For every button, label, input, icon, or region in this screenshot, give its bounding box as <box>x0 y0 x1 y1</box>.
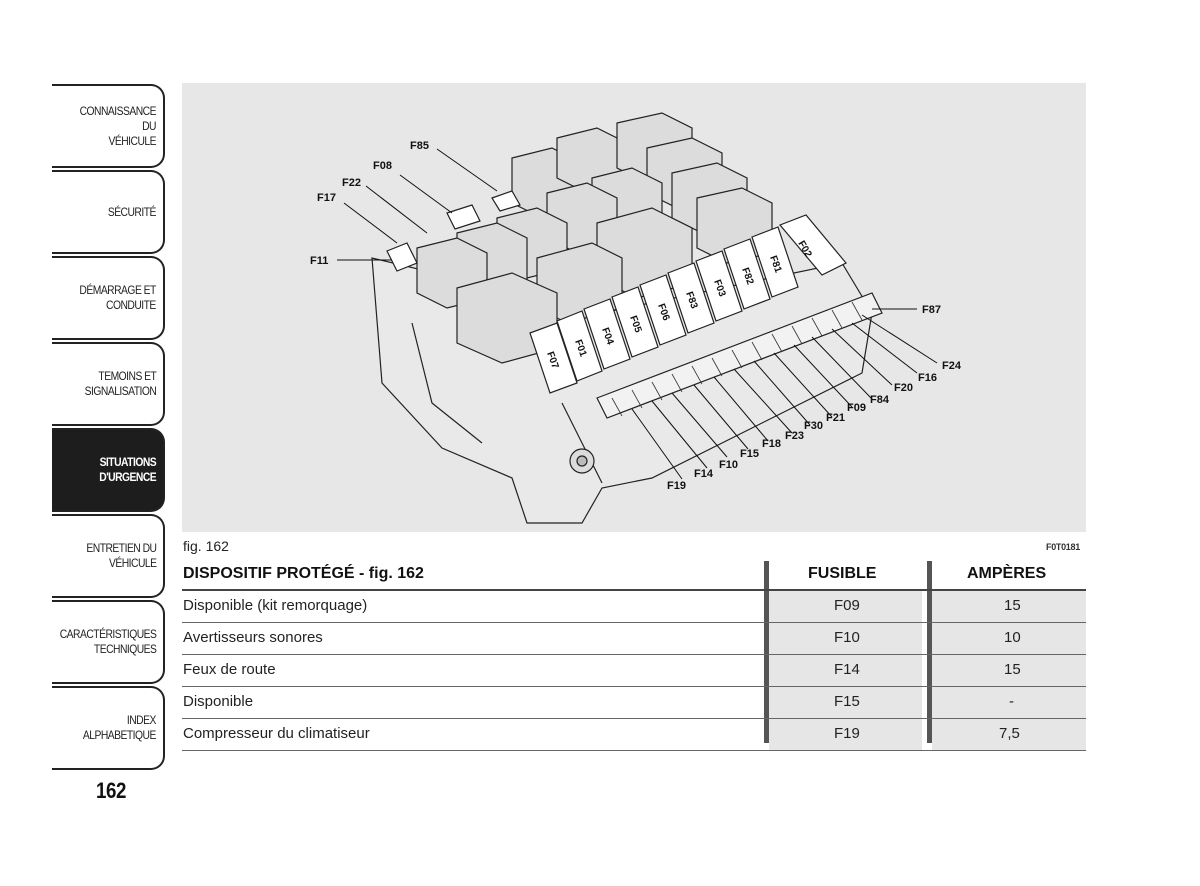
cell-fuse: F15 <box>834 693 860 710</box>
top-fuse-row <box>529 214 847 394</box>
table-header: DISPOSITIF PROTÉGÉ - fig. 162 FUSIBLE AM… <box>182 561 1086 591</box>
callout-f24: F24 <box>942 360 962 372</box>
tab-temoins-signalisation[interactable]: TEMOINS ET SIGNALISATION <box>52 342 165 426</box>
tab-entretien-vehicule[interactable]: ENTRETIEN DU VÉHICULE <box>52 514 165 598</box>
tab-label: CONNAISSANCE DU VÉHICULE <box>79 103 157 148</box>
fuse-box-illustration: F07 F01 F04 F05 F06 F83 F03 F82 F81 F02 <box>310 112 962 524</box>
callout-f18: F18 <box>762 438 781 450</box>
tab-index-alphabetique[interactable]: INDEX ALPHABETIQUE <box>52 686 165 770</box>
tab-situations-urgence[interactable]: SITUATIONS D'URGENCE <box>52 428 165 512</box>
callout-f11: F11 <box>310 255 328 267</box>
callout-f22: F22 <box>342 177 361 189</box>
cell-device: Compresseur du climatiseur <box>183 725 370 742</box>
tab-connaissance-vehicule[interactable]: CONNAISSANCE DU VÉHICULE <box>52 84 165 168</box>
column-divider <box>764 561 769 743</box>
tab-label: TEMOINS ET SIGNALISATION <box>84 369 156 398</box>
fuse-table: DISPOSITIF PROTÉGÉ - fig. 162 FUSIBLE AM… <box>182 561 1086 751</box>
callout-f10: F10 <box>719 459 738 471</box>
tab-label: CARACTÉRISTIQUES TECHNIQUES <box>59 627 156 656</box>
callout-f20: F20 <box>894 382 913 394</box>
cell-amps: 7,5 <box>999 725 1020 742</box>
table-row: Avertisseurs sonores F10 10 <box>182 623 1086 655</box>
figure-caption: fig. 162 <box>183 538 229 554</box>
tab-caracteristiques-techniques[interactable]: CARACTÉRISTIQUES TECHNIQUES <box>52 600 165 684</box>
table-row: Feux de route F14 15 <box>182 655 1086 687</box>
tab-demarrage-conduite[interactable]: DÉMARRAGE ET CONDUITE <box>52 256 165 340</box>
cell-amps: - <box>1009 693 1014 710</box>
cell-amps: 10 <box>1004 629 1021 646</box>
callout-f08: F08 <box>373 160 392 172</box>
cell-fuse: F19 <box>834 725 860 742</box>
table-row: Compresseur du climatiseur F19 7,5 <box>182 719 1086 751</box>
header-device: DISPOSITIF PROTÉGÉ - fig. 162 <box>183 565 424 582</box>
callout-f84: F84 <box>870 394 890 406</box>
cell-amps: 15 <box>1004 661 1021 678</box>
tab-label: SITUATIONS D'URGENCE <box>99 455 156 484</box>
cell-device: Feux de route <box>183 661 276 678</box>
fuse-box-figure: F07 F01 F04 F05 F06 F83 F03 F82 F81 F02 <box>182 83 1086 532</box>
callout-f19: F19 <box>667 480 686 492</box>
cell-device: Disponible <box>183 693 254 710</box>
tab-label: ENTRETIEN DU VÉHICULE <box>85 541 157 570</box>
callout-f17: F17 <box>317 192 336 204</box>
table-row: Disponible (kit remorquage) F09 15 <box>182 591 1086 623</box>
figure-code: F0T0181 <box>1046 542 1080 552</box>
column-divider <box>927 561 932 743</box>
callout-f23: F23 <box>785 430 804 442</box>
table-row: Disponible F15 - <box>182 687 1086 719</box>
tab-securite[interactable]: SÉCURITÉ <box>52 170 165 254</box>
page-number: 162 <box>96 778 126 803</box>
cell-fuse: F14 <box>834 661 860 678</box>
cell-device: Avertisseurs sonores <box>183 629 323 646</box>
callout-f09: F09 <box>847 402 866 414</box>
tab-label: DÉMARRAGE ET CONDUITE <box>79 283 157 312</box>
cell-device: Disponible (kit remorquage) <box>183 597 368 614</box>
tab-label: INDEX ALPHABETIQUE <box>83 713 156 742</box>
callout-f14: F14 <box>694 468 714 480</box>
tab-label: SÉCURITÉ <box>107 204 157 219</box>
cell-fuse: F10 <box>834 629 860 646</box>
callout-f15: F15 <box>740 448 759 460</box>
callout-f21: F21 <box>826 412 845 424</box>
cell-fuse: F09 <box>834 597 860 614</box>
header-amps: AMPÈRES <box>967 565 1047 582</box>
callout-f16: F16 <box>918 372 937 384</box>
callout-f30: F30 <box>804 420 823 432</box>
callout-f85: F85 <box>410 140 429 152</box>
header-fuse: FUSIBLE <box>808 565 877 582</box>
callout-f87: F87 <box>922 304 941 316</box>
cell-amps: 15 <box>1004 597 1021 614</box>
